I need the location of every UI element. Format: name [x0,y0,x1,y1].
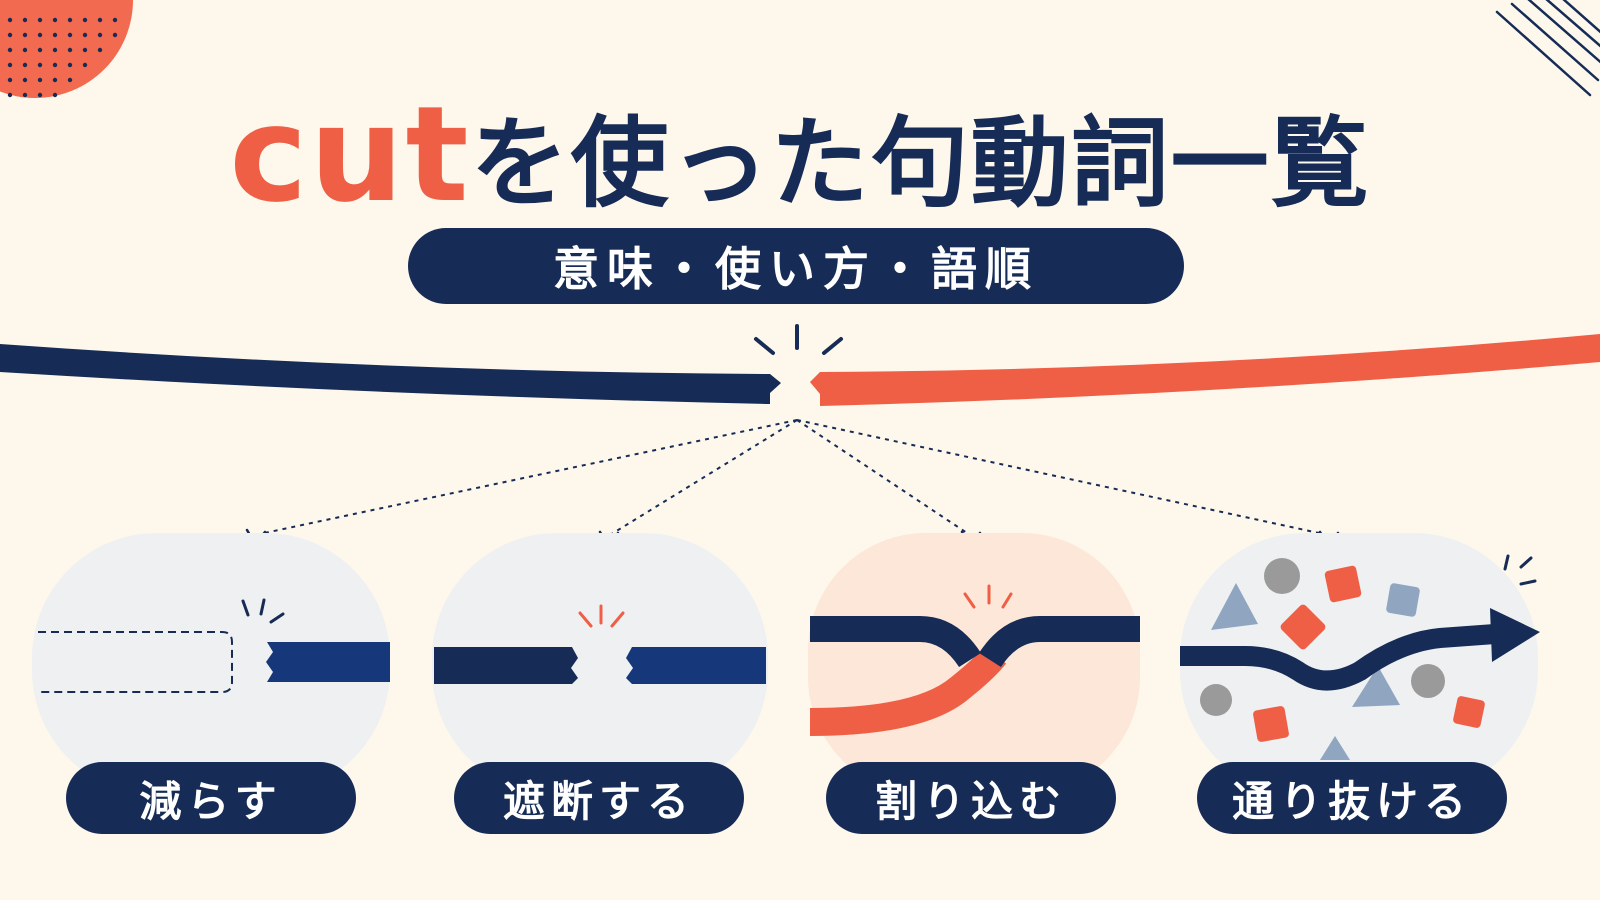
decor-dot [97,17,103,23]
decor-dot [82,32,88,38]
decor-dot [22,77,28,83]
decor-dot [37,32,43,38]
coral-blob [0,0,133,98]
decor-dot [112,32,118,38]
decor-dot [37,92,43,98]
decor-dot [22,32,28,38]
decor-dot [22,17,28,23]
dot-grid [7,17,118,98]
decor-dot [82,47,88,53]
decor-dot [67,32,73,38]
card-label-cut-through: 通り抜ける [1197,762,1507,834]
cut-rope [0,324,1600,406]
card-cut-off [432,533,768,795]
decor-dot [37,77,43,83]
arrow-heads [245,528,1340,548]
corner-decoration-top-left [0,0,133,98]
card-cut-through [1180,533,1540,795]
decor-dot [112,17,118,23]
decor-dot [67,17,73,23]
decor-dot [7,47,13,53]
decor-dot [7,17,13,23]
card-label-cut-off: 遮断する [454,762,744,834]
decor-dot [82,17,88,23]
arrow-to-card-2 [609,419,798,536]
decor-dot [52,92,58,98]
decor-dot [37,17,43,23]
decor-dot [97,47,103,53]
decor-dot [37,62,43,68]
page-title: cutを使った句動詞一覧 [0,78,1600,232]
decor-dot [22,62,28,68]
coral-rope-half [810,334,1600,406]
title-keyword: cut [229,78,471,232]
decor-dot [22,47,28,53]
reduce-icon [38,598,390,693]
decor-dot [52,47,58,53]
subtitle-pill: 意味・使い方・語順 [408,228,1184,304]
navy-rope-half [0,344,781,404]
diagonal-lines-decoration [1495,0,1600,97]
cut-off-icon [434,604,766,684]
branch-arrows [254,419,1329,536]
decor-dot [52,32,58,38]
decor-dot [52,62,58,68]
card-cut-in [808,533,1140,795]
decor-dot [97,32,103,38]
card-reduce [32,533,390,795]
decor-dot [67,47,73,53]
arrow-to-card-4 [796,419,1329,536]
title-text: を使った句動詞一覧 [470,107,1371,221]
arrow-to-card-1 [254,419,798,536]
decor-dot [7,32,13,38]
snap-burst-icon [754,324,843,355]
decor-dot [7,92,13,98]
decor-dot [67,62,73,68]
decor-dot [52,77,58,83]
card-label-cut-in: 割り込む [826,762,1116,834]
decor-dot [52,17,58,23]
decor-dot [7,62,13,68]
decor-dot [22,92,28,98]
decor-dot [67,77,73,83]
decor-dot [37,47,43,53]
decor-dot [82,62,88,68]
cut-through-icon [1180,554,1540,760]
decor-dot [7,77,13,83]
arrow-to-card-3 [796,419,971,536]
card-label-reduce: 減らす [66,762,356,834]
cut-in-icon [809,584,1140,736]
